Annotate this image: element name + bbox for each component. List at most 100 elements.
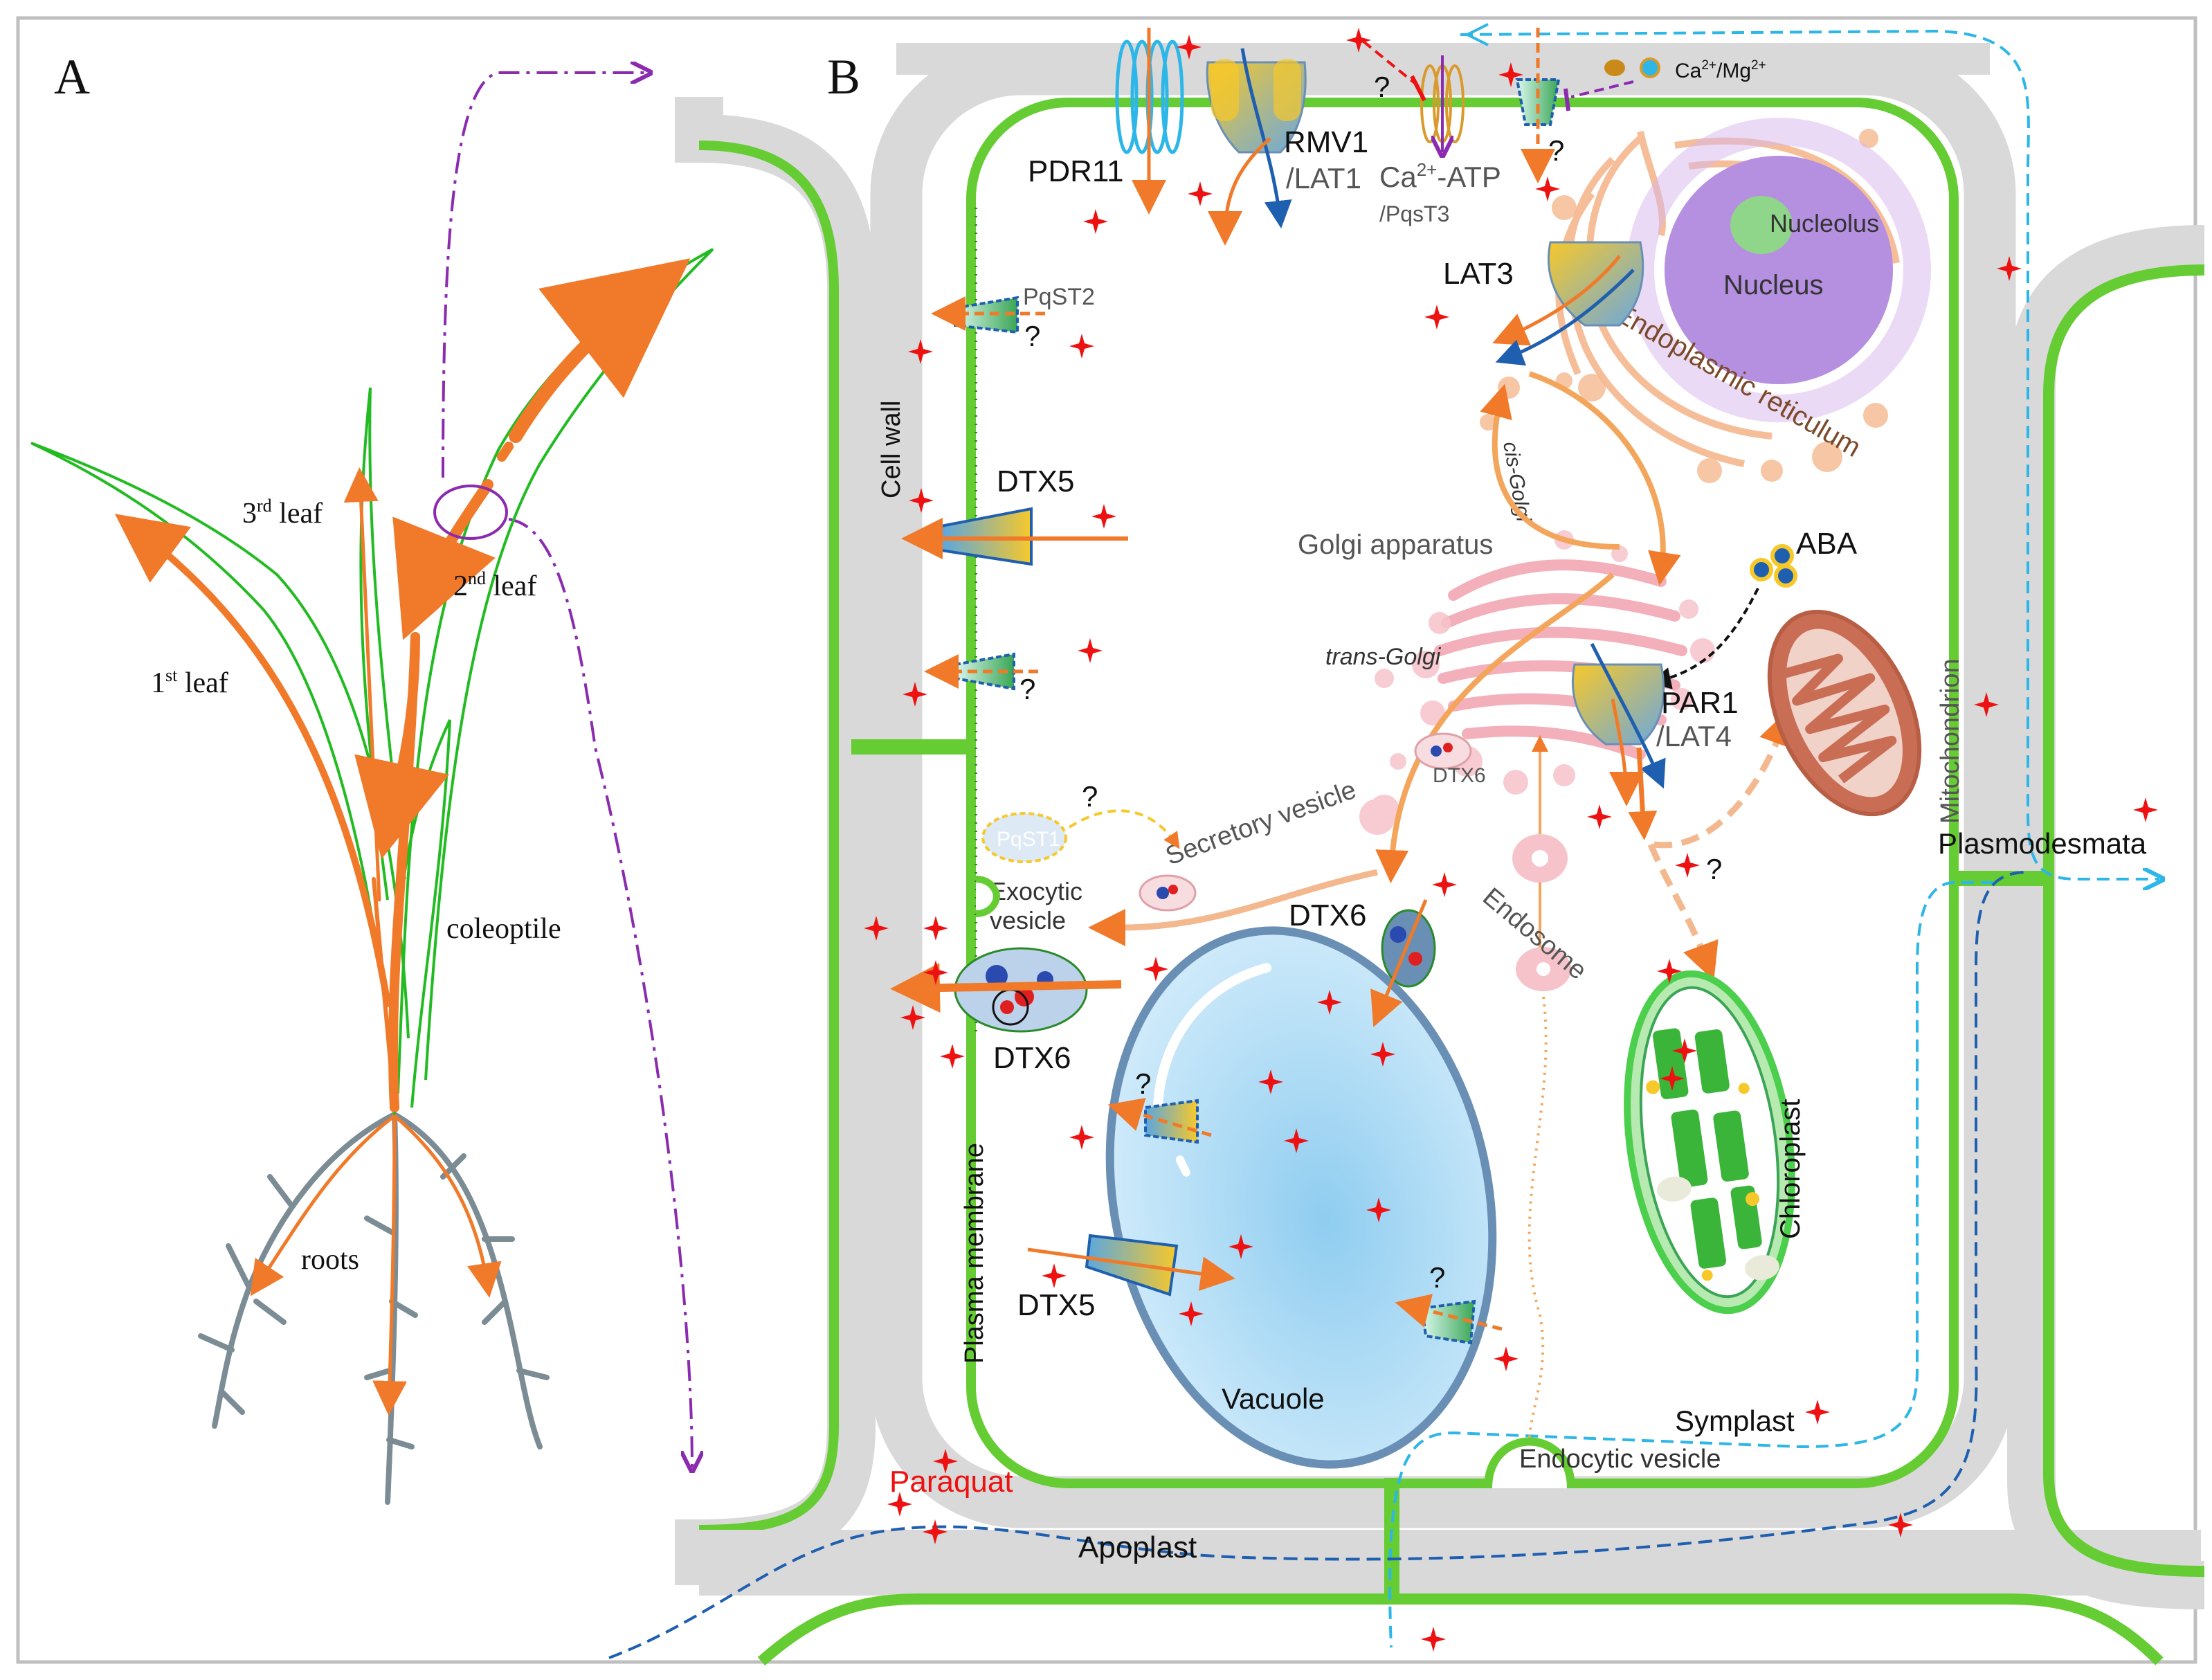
paraquat-star: [1069, 334, 1094, 359]
symplast-path-inner: [1388, 881, 1993, 1648]
leaf-1: [30, 442, 410, 1108]
aba-signal-arrow: [1649, 588, 1759, 689]
paraquat-star: [1078, 638, 1103, 663]
paraquat-star: [2133, 797, 2158, 822]
tonoplast-unknown-transporter-right: [1395, 1294, 1503, 1345]
violet-path-down: [508, 518, 692, 1467]
panel-a-label: A: [54, 49, 90, 105]
coleoptile-label: coleoptile: [446, 913, 561, 945]
paraquat-star: [1083, 209, 1108, 234]
roots: [198, 1112, 550, 1505]
dtx6-membrane-label: DTX6: [993, 1041, 1071, 1075]
top-unknown-transporter: [1515, 28, 1634, 183]
panel-a: A: [30, 49, 714, 1505]
paraquat-star: [1069, 1125, 1094, 1150]
aba-molecules: [1750, 544, 1797, 588]
unknown-membrane-transporter: [924, 652, 1038, 691]
rmv1-label: RMV1: [1284, 125, 1368, 159]
secretory-vesicle-label: Secretory vesicle: [1162, 775, 1360, 871]
root-arrows: [250, 1114, 502, 1416]
symplast-path-top: [1460, 29, 2159, 879]
par1-arrow-down: [1628, 747, 1658, 840]
leaf-2: [397, 248, 714, 1094]
pqst1-arrow: [1068, 809, 1180, 849]
chloroplast-label: Chloroplast: [1775, 1099, 1806, 1239]
plant-arrows: [114, 258, 691, 1112]
pqst3-label: /PqsT3: [1379, 201, 1449, 226]
to-mitochondrion-arrow: [1653, 708, 1795, 849]
secretory-vesicle: [1139, 874, 1197, 912]
ca-ion-icon: [1604, 60, 1625, 76]
golgi-label: Golgi apparatus: [1298, 530, 1493, 560]
paraquat-label: Paraquat: [889, 1465, 1013, 1499]
mitochondrion-label: Mitochondrion: [1936, 658, 1965, 824]
leaf-cross-section-circle: [433, 485, 508, 540]
endosome: [1512, 834, 1571, 991]
plasmodesmata-label: Plasmodesmata: [1938, 827, 2147, 860]
exocytic-label-1: Exocytic: [990, 877, 1082, 905]
lat3-transporter: [1492, 241, 1644, 366]
top-transporter-question: ?: [1548, 134, 1564, 167]
lat1-label: /LAT1: [1286, 162, 1361, 195]
organelle-question: ?: [1706, 853, 1722, 885]
mitochondrion: [1767, 609, 1922, 817]
leaves: [30, 248, 714, 1115]
paraquat-star: [1042, 1263, 1067, 1288]
pqst1-question: ?: [1082, 780, 1098, 813]
paraquat-star: [1091, 504, 1116, 529]
golgi-to-vacuole-arrow: [1375, 572, 1615, 883]
leaf-2-label: 2nd leaf: [453, 568, 536, 602]
lat4-label: /LAT4: [1656, 720, 1732, 752]
paraquat-star: [923, 916, 948, 941]
aba-label: ABA: [1796, 527, 1858, 561]
leaf-3-label: 3rd leaf: [242, 496, 323, 530]
paraquat-star: [1188, 181, 1213, 206]
vacuole-label: Vacuole: [1222, 1382, 1325, 1415]
paraquat-star: [1494, 1346, 1519, 1371]
nucleus-label: Nucleus: [1723, 270, 1824, 300]
ca-atp-question: ?: [1374, 71, 1390, 103]
panel-b-label: B: [827, 49, 860, 105]
trans-golgi-label: trans-Golgi: [1325, 644, 1442, 670]
dtx5-tonoplast-label: DTX5: [1017, 1288, 1095, 1322]
leaf-3: [359, 387, 406, 901]
panel-b: B: [608, 23, 2205, 1666]
cell-wall-label: Cell wall: [877, 401, 906, 498]
dtx6-tonoplast-protein: [1370, 899, 1436, 1027]
apoplast-label: Apoplast: [1078, 1530, 1197, 1564]
paraquat-star: [1421, 1627, 1446, 1652]
chloroplast: [1624, 970, 1795, 1315]
paraquat-star: [1805, 1400, 1830, 1425]
pqst2-label: PqST2: [1023, 284, 1095, 310]
dtx6-membrane-protein: [890, 947, 1122, 1033]
exocytic-label-2: vesicle: [990, 906, 1066, 934]
pqst1-vesicle: [981, 812, 1067, 863]
paraquat-star: [1424, 305, 1449, 329]
ca-atp-pqst3-transporter: [1420, 55, 1465, 152]
figure-frame: [16, 16, 2197, 1664]
apoplast-path: [608, 871, 2029, 1659]
symplast-arrowhead: [1467, 23, 1489, 46]
symplast-label: Symplast: [1675, 1404, 1795, 1437]
paraquat-star: [1587, 804, 1612, 829]
tonoplast-right-question: ?: [1429, 1261, 1445, 1294]
pqst2-question: ?: [1024, 320, 1040, 352]
exocytic-pit: [975, 876, 1001, 917]
paraquat-star: [1675, 853, 1700, 878]
paraquat-star: [940, 1044, 965, 1069]
par1-label: PAR1: [1661, 686, 1739, 720]
lat3-label: LAT3: [1443, 257, 1514, 291]
ca-block-arrow: [1362, 40, 1420, 88]
pdr11-label: PDR11: [1028, 154, 1124, 188]
endocytic-vesicle-shape: [1484, 1437, 1575, 1489]
er-dots: [1480, 129, 1888, 483]
cis-golgi-arrow-up: [1480, 383, 1620, 550]
er-to-golgi-arrow: [1528, 371, 1681, 586]
ca-atp-label: Ca2+-ATP: [1379, 159, 1501, 193]
dtx6-golgi-vesicle: [1414, 732, 1472, 770]
membrane-transporter-question: ?: [1019, 673, 1035, 705]
par1-transporter: [1571, 642, 1666, 806]
dtx6-golgi-label: DTX6: [1433, 764, 1486, 787]
dtx5-membrane-label: DTX5: [997, 464, 1074, 498]
